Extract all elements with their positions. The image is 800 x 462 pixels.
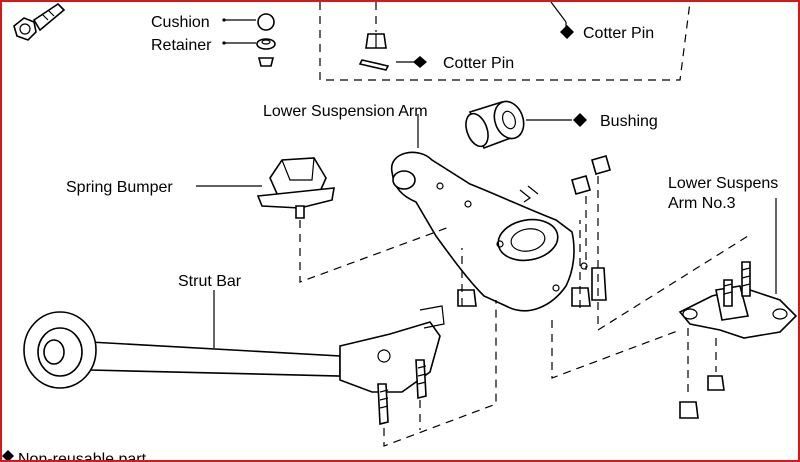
lower-suspension-arm-part [391,151,588,312]
cushion-part [257,13,275,31]
label-retainer: Retainer [151,37,212,54]
cotter-pin-part [358,59,390,71]
strut-bar-part [23,305,445,426]
spring-bumper-part [256,157,335,219]
label-strut-bar: Strut Bar [178,273,242,290]
label-cotter-pin-lower: Cotter Pin [443,55,514,72]
bolt [13,2,66,41]
label-lower-suspension-arm: Lower Suspension Arm [263,103,428,120]
label-spring-bumper: Spring Bumper [66,179,173,196]
label-footnote: Non-reusable part [18,451,147,460]
diamond-icon [560,25,574,39]
arm-nuts [457,155,611,307]
bushing-part [465,100,525,150]
retainer-part [256,38,276,50]
label-lower-suspension-arm-no3-line2: Arm No.3 [668,195,736,212]
diamond-icon [573,113,587,127]
label-bushing: Bushing [600,113,658,130]
castle-nut [365,33,387,49]
diamond-icon [413,56,427,68]
arm-no3-nuts [679,375,725,419]
label-cushion: Cushion [151,14,210,31]
diamond-icon [2,450,14,460]
label-cotter-pin-upper: Cotter Pin [583,25,654,42]
nut-part [257,57,275,67]
lower-suspension-arm-no3-part [678,261,798,339]
label-lower-suspension-arm-no3-line1: Lower Suspens [668,175,778,192]
